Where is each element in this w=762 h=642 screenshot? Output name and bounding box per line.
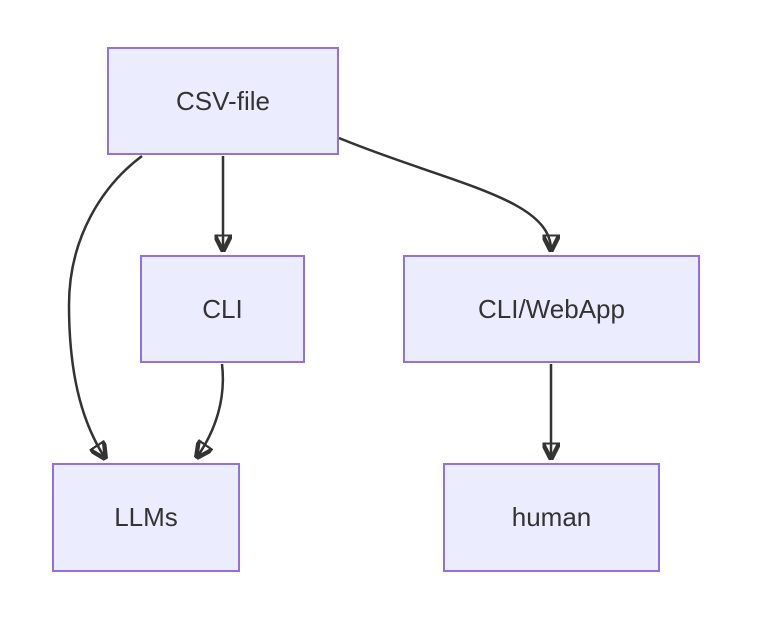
edge-csv-file-to-cli-webapp [338,136,551,250]
node-human: human [443,463,660,572]
node-cli-webapp-label: CLI/WebApp [478,293,625,324]
edge-csv-file-to-llms [67,154,143,458]
node-cli-label: CLI [202,293,243,324]
node-llms-label: LLMs [114,502,178,532]
node-csv-file-label: CSV-file [176,85,270,116]
node-human-label: human [511,502,592,532]
node-csv-file: CSV-file [107,47,339,155]
node-llms: LLMs [52,463,240,572]
node-cli: CLI [140,255,305,363]
node-cli-webapp: CLI/WebApp [403,255,700,363]
edge-cli-to-llms [197,363,225,457]
